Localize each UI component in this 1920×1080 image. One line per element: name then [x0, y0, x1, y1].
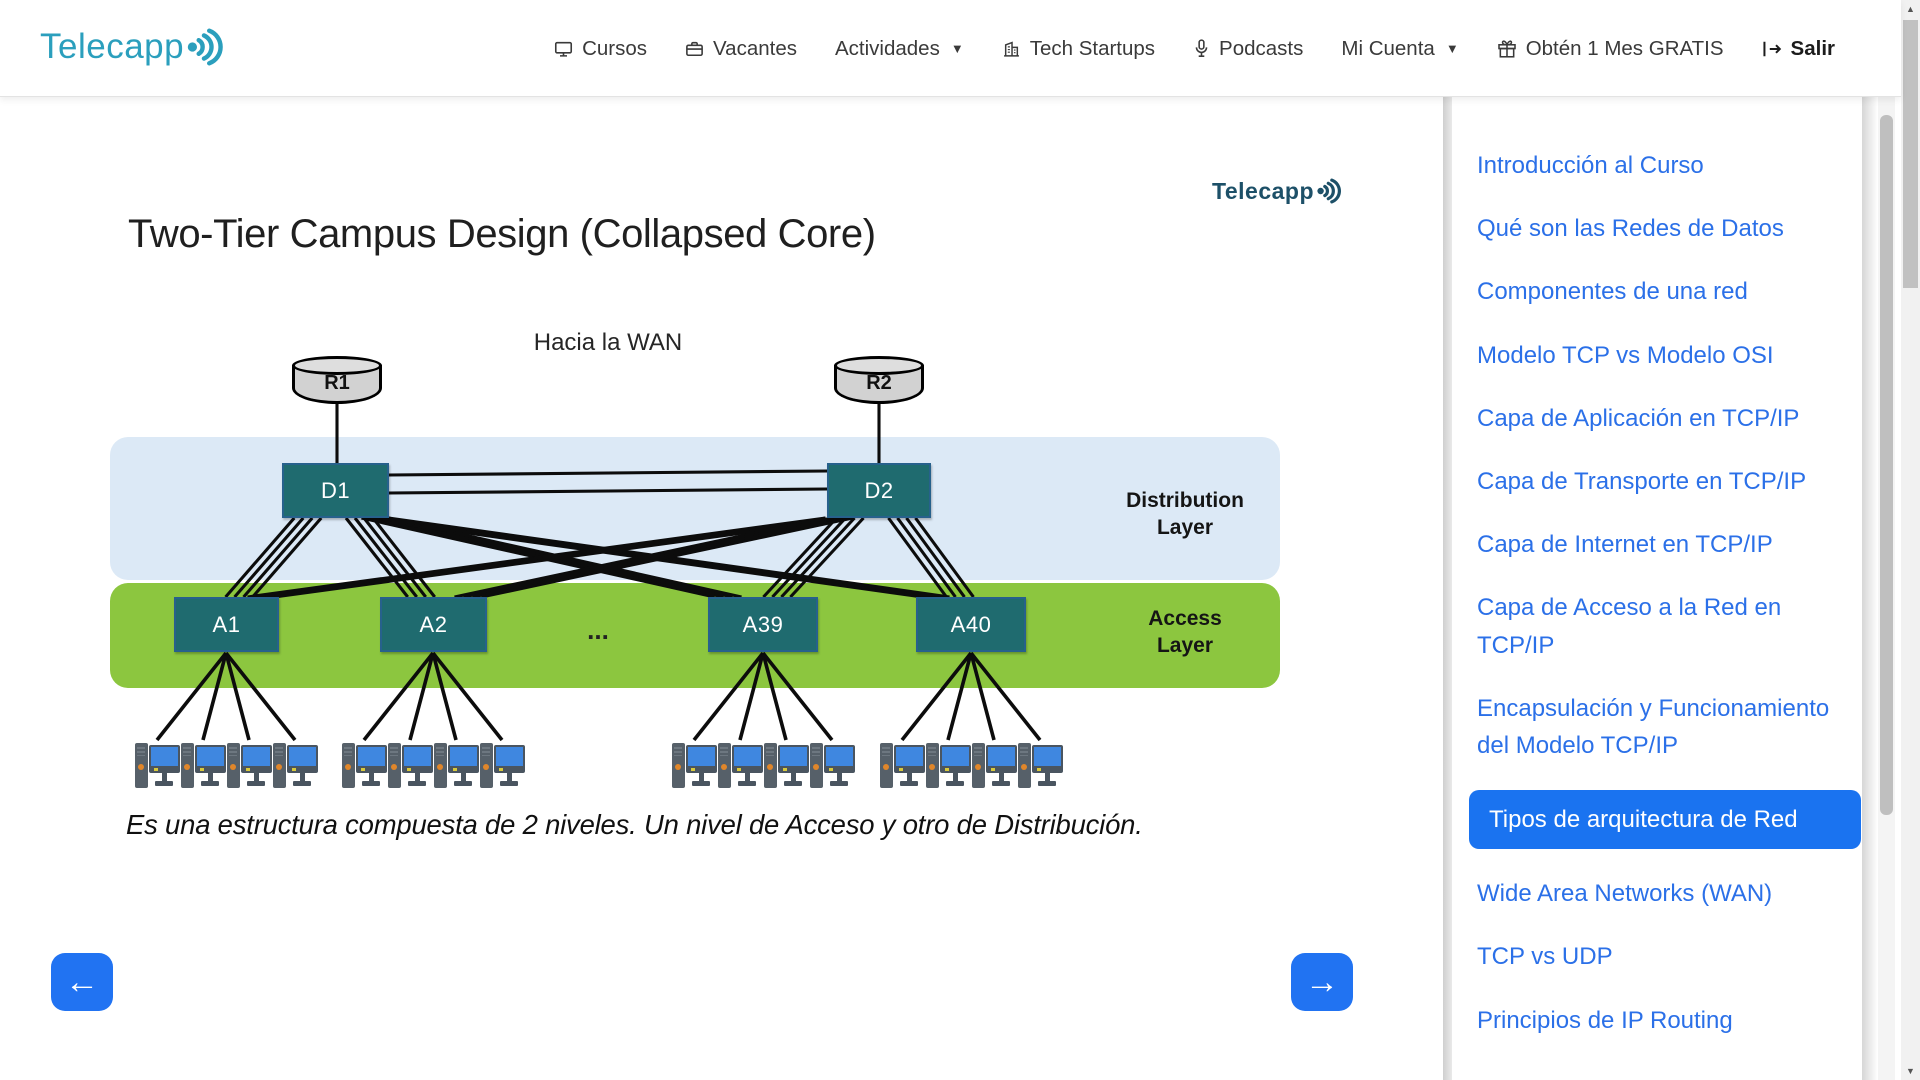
router-r1: R1 — [292, 356, 382, 404]
switch-label: A40 — [950, 611, 992, 637]
monitor-icon — [555, 41, 573, 57]
nav-label: Podcasts — [1219, 36, 1304, 60]
desktop-pc-icon — [387, 737, 433, 793]
sidebar-item[interactable]: Encapsulación y Funcionamiento del Model… — [1477, 694, 1830, 759]
nav-menu: Cursos Vacantes Actividades ▼ Tech Start… — [554, 0, 1835, 97]
router-r2: R2 — [834, 356, 924, 404]
nav-label: Salir — [1790, 36, 1835, 60]
desktop-pc-icon — [134, 737, 180, 793]
switch-a39: A39 — [708, 597, 818, 652]
scroll-down-arrow[interactable]: ▼ — [1906, 1066, 1915, 1076]
sidebar-item[interactable]: Principios de IP Routing — [1477, 1006, 1733, 1034]
nav-item-mi-cuenta[interactable]: Mi Cuenta ▼ — [1341, 37, 1458, 61]
previous-slide-button[interactable]: ← — [51, 953, 113, 1011]
desktop-pc-icon — [971, 737, 1017, 793]
slide-title: Two-Tier Campus Design (Collapsed Core) — [128, 212, 876, 256]
switch-a2: A2 — [380, 597, 487, 652]
desktop-pc-icon — [1017, 737, 1063, 793]
briefcase-icon — [686, 41, 703, 56]
nav-item-podcasts[interactable]: Podcasts — [1193, 37, 1303, 61]
desktop-pc-icon — [671, 737, 717, 793]
more-switches-ellipsis: ... — [587, 615, 609, 645]
sidebar-item[interactable]: Componentes de una red — [1477, 278, 1748, 306]
nav-label: Cursos — [582, 36, 648, 60]
sidebar-item[interactable]: Qué son las Redes de Datos — [1477, 215, 1784, 243]
switch-d2: D2 — [827, 463, 931, 518]
sidebar-item[interactable]: Capa de Acceso a la Red en TCP/IP — [1477, 594, 1782, 659]
desktop-pc-icon — [180, 737, 226, 793]
sidebar-scrollbar[interactable] — [1878, 97, 1895, 1080]
page-scrollbar[interactable]: ▲ ▼ — [1901, 0, 1920, 1080]
nav-label: Obtén 1 Mes GRATIS — [1525, 36, 1724, 60]
desktop-pc-icon — [809, 737, 855, 793]
slide-canvas: Telecapp Two-Tier Campus Design (Collaps… — [0, 97, 1443, 1080]
logo-text: Telecapp — [40, 27, 185, 66]
wan-label: Hacia la WAN — [533, 329, 683, 356]
next-slide-button[interactable]: → — [1291, 953, 1353, 1011]
router-label: R1 — [324, 372, 350, 394]
desktop-pc-icon — [879, 737, 925, 793]
nav-label: Vacantes — [713, 36, 797, 60]
chevron-down-icon: ▼ — [1445, 41, 1459, 56]
nav-item-salir[interactable]: Salir — [1762, 37, 1835, 61]
chevron-down-icon: ▼ — [950, 41, 964, 56]
switch-d1: D1 — [282, 463, 389, 518]
desktop-pc-icon — [341, 737, 387, 793]
desktop-pc-icon — [272, 737, 318, 793]
top-navbar: Telecapp Cursos Vacantes Actividades ▼ — [0, 0, 1901, 97]
scroll-up-arrow[interactable]: ▲ — [1906, 4, 1915, 14]
building-icon — [1003, 40, 1019, 57]
desktop-pc-icon — [925, 737, 971, 793]
switch-label: A39 — [742, 611, 784, 637]
switch-label: A2 — [419, 611, 448, 637]
switch-label: A1 — [212, 611, 241, 637]
sidebar-item[interactable]: TCP vs UDP — [1477, 943, 1613, 971]
nav-item-cursos[interactable]: Cursos — [554, 37, 647, 61]
nav-item-actividades[interactable]: Actividades ▼ — [835, 37, 964, 61]
sidebar-item[interactable]: Capa de Transporte en TCP/IP — [1477, 467, 1807, 495]
slide-caption: Es una estructura compuesta de 2 niveles… — [126, 809, 1143, 840]
sidebar-item[interactable]: Introducción al Curso — [1477, 152, 1704, 179]
signal-icon — [1317, 178, 1341, 204]
switch-a40: A40 — [916, 597, 1026, 652]
switch-label: D2 — [864, 477, 894, 503]
sidebar-item[interactable]: Capa de Internet en TCP/IP — [1477, 531, 1773, 559]
desktop-pc-icon — [226, 737, 272, 793]
router-label: R2 — [866, 372, 892, 394]
watermark-text: Telecapp — [1212, 177, 1314, 204]
nav-item-promo[interactable]: Obtén 1 Mes GRATIS — [1497, 37, 1724, 61]
nav-label: Actividades — [834, 36, 940, 60]
desktop-pc-icon — [763, 737, 809, 793]
arrow-left-icon: ← — [65, 962, 99, 1001]
telecapp-logo[interactable]: Telecapp — [40, 26, 223, 68]
mic-icon — [1195, 39, 1208, 57]
page-scrollbar-thumb[interactable] — [1903, 20, 1918, 288]
nav-item-tech-startups[interactable]: Tech Startups — [1002, 37, 1155, 61]
sidebar-item-active[interactable]: Tipos de arquitectura de Red — [1469, 790, 1861, 850]
signal-icon — [187, 28, 223, 66]
sidebar-item[interactable]: Capa de Aplicación en TCP/IP — [1477, 404, 1800, 432]
arrow-right-icon: → — [1305, 962, 1339, 1001]
sidebar-scrollbar-thumb[interactable] — [1880, 115, 1893, 815]
gift-icon — [1497, 39, 1516, 58]
switch-label: D1 — [320, 477, 351, 503]
logout-icon — [1762, 41, 1781, 56]
sidebar-item[interactable]: Modelo TCP vs Modelo OSI — [1477, 341, 1774, 369]
nav-label: Tech Startups — [1029, 36, 1156, 60]
desktop-pc-icon — [433, 737, 479, 793]
nav-item-vacantes[interactable]: Vacantes — [685, 37, 797, 61]
desktop-pc-icon — [479, 737, 525, 793]
slide-watermark-logo: Telecapp — [1212, 177, 1341, 205]
switch-a1: A1 — [174, 597, 279, 652]
desktop-pc-icon — [717, 737, 763, 793]
nav-label: Mi Cuenta — [1341, 36, 1435, 60]
sidebar-item[interactable]: Wide Area Networks (WAN) — [1477, 880, 1773, 908]
